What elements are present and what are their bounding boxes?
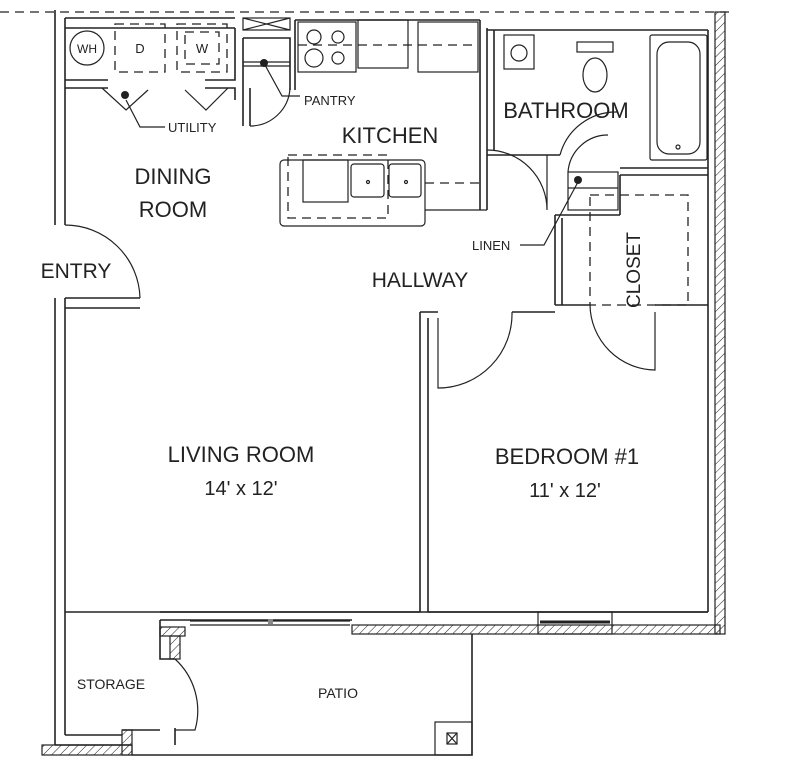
- closet-label: CLOSET: [624, 232, 645, 308]
- bathtub-icon: [649, 34, 708, 161]
- kitchen-island: [279, 159, 426, 227]
- bifold-doors: [101, 87, 229, 111]
- counter: [357, 19, 409, 69]
- toilet-icon: [576, 41, 614, 53]
- exterior-walls: [41, 10, 726, 756]
- bathroom-label: BATHROOM: [503, 98, 628, 123]
- washer-icon: [176, 23, 228, 73]
- patio-label: PATIO: [318, 685, 358, 701]
- living-room-size: 14' x 12': [204, 478, 277, 500]
- svg-text:W: W: [196, 41, 209, 56]
- storage-label: STORAGE: [77, 676, 145, 692]
- hose-bib-icon: [446, 732, 458, 745]
- dryer-icon: [114, 23, 166, 73]
- room-labels: DINING ROOM KITCHEN BATHROOM ENTRY HALLW…: [41, 98, 640, 701]
- pantry: PANTRY: [242, 17, 356, 127]
- svg-text:UTILITY: UTILITY: [168, 120, 217, 135]
- bedroom-size: 11' x 12': [529, 480, 601, 502]
- refrigerator-icon: [417, 21, 479, 73]
- water-heater-icon: [69, 30, 105, 66]
- svg-text:D: D: [135, 41, 144, 56]
- sink-icon: [503, 34, 535, 70]
- sink-icon: [350, 163, 385, 198]
- linen-closet: LINEN CLOSET: [472, 134, 708, 371]
- stove-icon: [297, 21, 357, 73]
- bedroom-label: BEDROOM #1: [495, 444, 639, 469]
- living-room-label: LIVING ROOM: [168, 442, 315, 467]
- svg-text:PANTRY: PANTRY: [304, 93, 356, 108]
- bathroom: [486, 29, 708, 211]
- dining-label-1: DINING: [135, 164, 212, 189]
- entry-label: ENTRY: [41, 260, 112, 283]
- kitchen-label: KITCHEN: [342, 123, 439, 148]
- svg-text:LINEN: LINEN: [472, 238, 510, 253]
- storage-patio: [55, 612, 473, 756]
- hallway-label: HALLWAY: [372, 269, 468, 292]
- windows: [190, 611, 613, 635]
- dining-label-2: ROOM: [139, 197, 207, 222]
- svg-text:WH: WH: [77, 42, 97, 56]
- utility-area: WH D W UTILITY: [65, 23, 236, 135]
- kitchen: [279, 19, 488, 227]
- interior-walls: [64, 224, 708, 613]
